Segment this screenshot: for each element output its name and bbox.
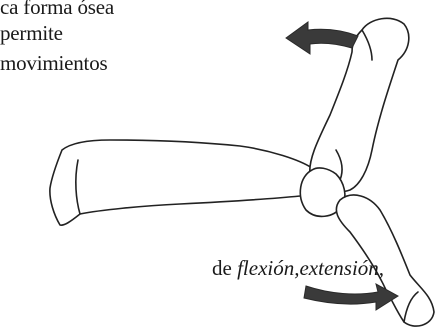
upper-bone bbox=[310, 18, 409, 192]
caption-italic: flexión,extensión, bbox=[237, 256, 384, 280]
rotation-arrow-top-icon bbox=[286, 22, 358, 54]
caption: de flexión,extensión, bbox=[212, 256, 384, 281]
rotation-arrow-bottom-icon bbox=[304, 284, 398, 310]
caption-prefix: de bbox=[212, 256, 237, 280]
horizontal-bone bbox=[50, 140, 314, 225]
